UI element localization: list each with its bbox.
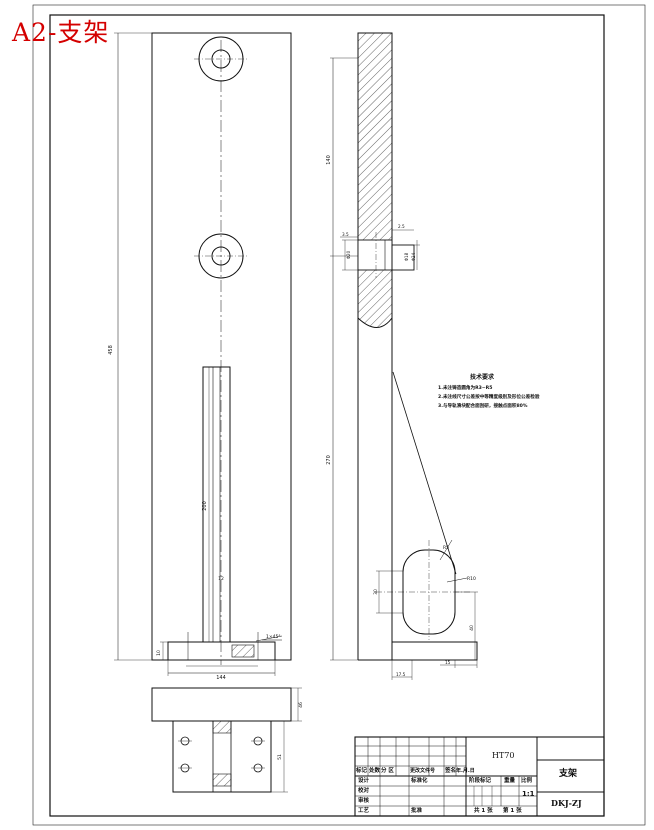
tb-drawing-number: DKJ-ZJ (551, 798, 582, 808)
dim-bottom-depth: 46 (298, 702, 304, 708)
bottom-view-dimension-text: 46 51 (277, 702, 304, 760)
tb-rev-date: 年.月.日 (456, 768, 475, 774)
tb-part-name: 支架 (559, 769, 578, 779)
tb-rev-doc: 更改文件号 (410, 768, 436, 774)
dim-base-height: 10 (156, 650, 162, 656)
dim-radius-small: R5 (443, 545, 449, 551)
sheet-title: A2-支架 (12, 18, 110, 47)
mounting-hole-middle (194, 233, 248, 279)
dim-overall-height: 458 (108, 345, 114, 355)
dim-slot-height: 30 (373, 589, 379, 595)
tb-rev-count: 处数 (369, 768, 381, 774)
requirement-item: 2.未注线尺寸公差按中等精度级别及形位公差检验 (438, 395, 540, 400)
dim-base-right: 15 (445, 660, 451, 665)
dim-chamfer: 1×45° (266, 634, 281, 640)
dim-upper: 140 (326, 155, 332, 165)
tb-sheet-no: 第 1 张 (503, 808, 522, 814)
dim-base-left: 17.5 (396, 672, 406, 677)
tb-stage-mark: 阶段标记 (469, 778, 492, 784)
base-block (167, 641, 276, 661)
inner-frame (49, 14, 605, 817)
side-view (330, 32, 478, 680)
side-base (391, 641, 478, 661)
tb-role-standard: 标准化 (411, 778, 428, 784)
bolt-holes (178, 736, 265, 773)
dim-hole-offset: 2.5 (398, 224, 405, 229)
technical-requirements: 技术要求 1.未注铸造圆角为R3~R5 2.未注线尺寸公差按中等精度级别及形位公… (438, 372, 628, 411)
bottom-hatch-bottom (212, 773, 232, 787)
dim-slot-width: 12 (218, 576, 224, 582)
requirement-item: 1.未注铸造圆角为R3~R5 (438, 386, 493, 391)
bottom-cap (151, 687, 292, 722)
outer-frame (32, 4, 646, 826)
dim-hole-dia-large: Φ24 (411, 252, 416, 261)
tb-rev-mark: 标记 (356, 768, 368, 774)
front-view (114, 32, 292, 676)
tb-rev-zone: 分 区 (381, 768, 394, 774)
title-block (354, 736, 605, 817)
bottom-view (151, 687, 302, 793)
bore-counterbore (391, 244, 415, 271)
dim-bottom-length: 51 (277, 754, 283, 760)
requirements-title: 技术要求 (470, 374, 495, 381)
bottom-hatch-top (212, 720, 232, 734)
tb-weight: 重量 (504, 778, 516, 784)
mounting-hole-upper (194, 36, 248, 82)
dim-slot-offset: 40 (469, 625, 475, 631)
bore-cutout (358, 240, 392, 270)
tb-material: HT70 (492, 751, 515, 760)
tb-rev-sign: 签名 (445, 768, 457, 774)
rib-line (392, 371, 457, 575)
requirement-item: 3.与导轨滑块配合面刮研，接触点面积80% (438, 404, 528, 409)
dim-hole-dia-mid: Φ18 (404, 252, 409, 261)
dim-hole-dia-small: Φ20 (346, 250, 351, 259)
tb-role-approve: 批准 (411, 808, 423, 814)
section-hatch-upper (357, 32, 393, 328)
tb-role-check: 校对 (358, 788, 370, 794)
dim-slot-length: 200 (202, 501, 208, 511)
dim-lower: 270 (326, 455, 332, 465)
front-view-dimension-text: 458 200 12 144 10 1×45° (108, 345, 281, 681)
dim-hole-depth: 3.5 (342, 232, 349, 237)
side-view-dimension-text: 140 270 3.5 2.5 Φ20 Φ18 Φ24 30 40 R10 R5… (326, 155, 476, 677)
tb-sheets-total: 共 1 张 (474, 808, 493, 814)
tb-scale-label: 比例 (521, 778, 533, 784)
base-section-hatch (231, 644, 255, 658)
tb-role-review: 审核 (358, 798, 370, 804)
dim-base-width: 144 (216, 675, 226, 681)
dim-slot-radius: R10 (467, 576, 476, 582)
plate-outline (151, 32, 292, 661)
tb-scale-value: 1:1 (522, 790, 535, 798)
tb-role-design: 设计 (358, 778, 370, 784)
tb-role-process: 工艺 (358, 808, 370, 814)
